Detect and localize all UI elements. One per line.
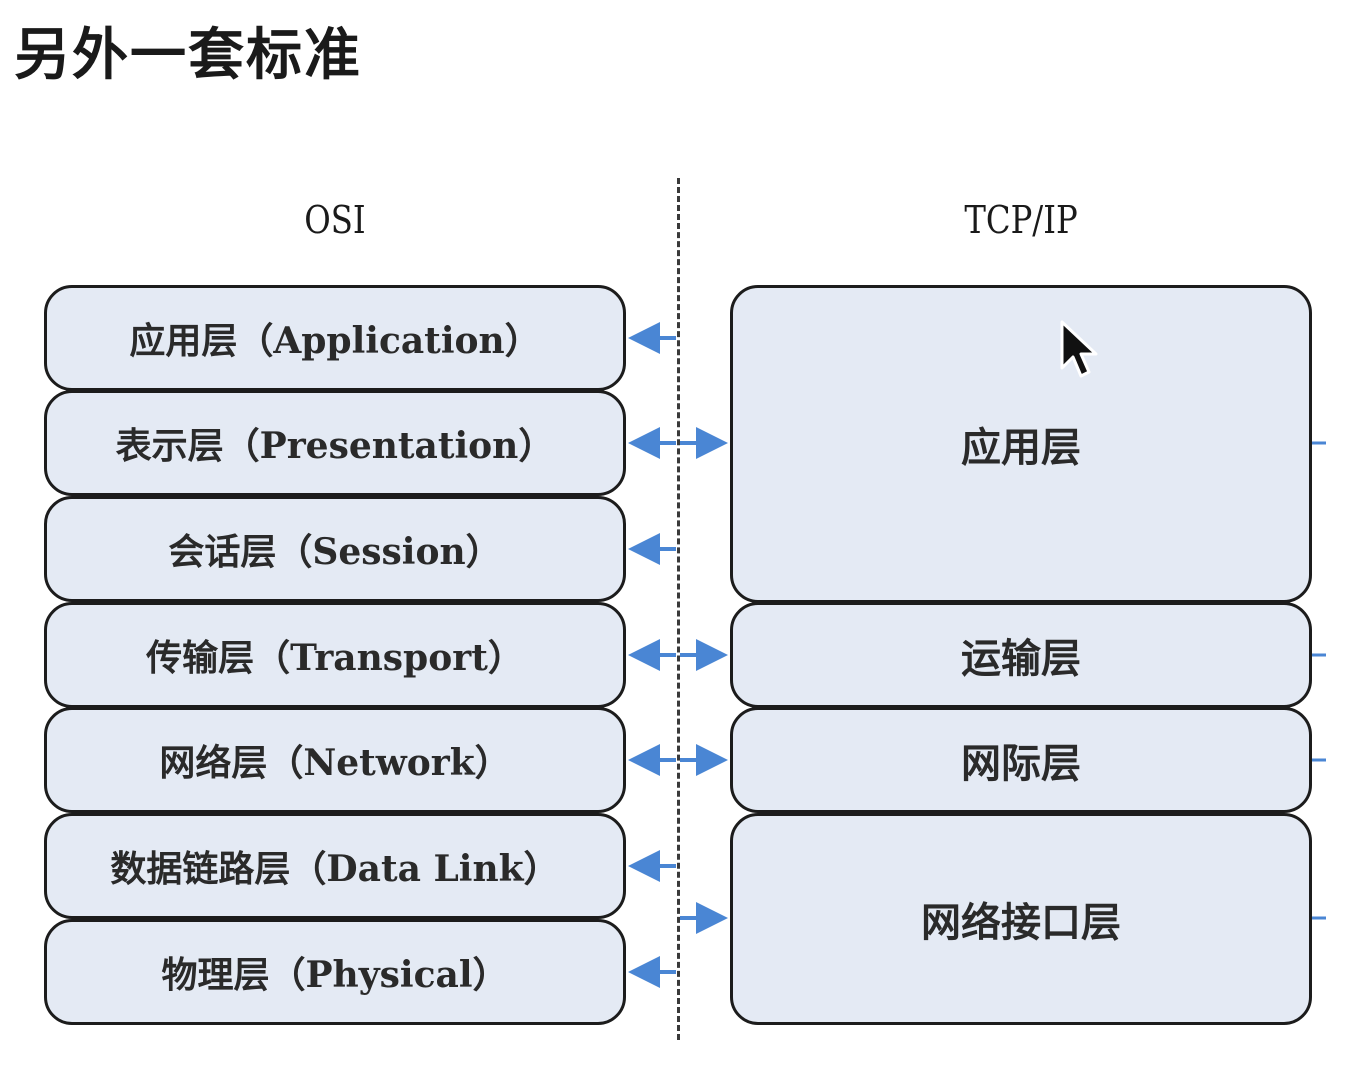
tcpip-layer-network-interface: 网络接口层 [730,813,1312,1025]
osi-layer-label: 表示层（Presentation） [115,425,555,467]
osi-layer-transport: 传输层（Transport） [44,602,626,708]
tcpip-layer-label: 应用层 [961,425,1081,471]
mouse-pointer-icon [1060,320,1098,378]
osi-layer-presentation: 表示层（Presentation） [44,390,626,496]
tcpip-layer-label: 网络接口层 [921,900,1121,946]
divider-line [677,178,680,1040]
osi-layer-label: 传输层（Transport） [146,637,524,679]
osi-layer-label: 会话层（Session） [168,531,502,573]
tcpip-layer-label: 网际层 [961,741,1081,787]
osi-layer-label: 物理层（Physical） [161,954,509,996]
tcpip-layer-label: 运输层 [961,636,1081,682]
osi-layer-network: 网络层（Network） [44,707,626,813]
osi-layer-data-link: 数据链路层（Data Link） [44,813,626,919]
tcpip-heading: TCP/IP [964,198,1078,242]
tcpip-layer-application: 应用层 [730,285,1312,603]
osi-layer-label: 应用层（Application） [129,320,541,362]
osi-layer-physical: 物理层（Physical） [44,919,626,1025]
osi-layer-application: 应用层（Application） [44,285,626,391]
tcpip-layer-internet: 网际层 [730,707,1312,813]
osi-heading: OSI [304,198,366,242]
osi-layer-label: 数据链路层（Data Link） [110,848,560,890]
page-title: 另外一套标准 [14,23,362,88]
tcpip-layer-transport: 运输层 [730,602,1312,708]
osi-layer-label: 网络层（Network） [159,742,511,784]
osi-layer-session: 会话层（Session） [44,496,626,602]
